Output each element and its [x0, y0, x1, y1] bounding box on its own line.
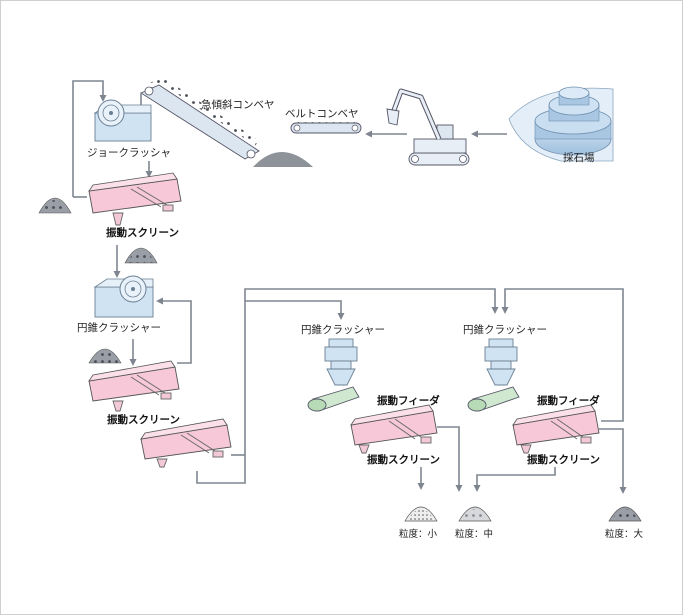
arrowhead: [501, 307, 509, 314]
screen-icon: [88, 360, 180, 412]
screen4-label: 振動スクリーン: [527, 453, 600, 466]
pile-small-icon: [404, 506, 438, 522]
cone-crusher2-icon: [324, 338, 358, 386]
quarry-icon: [508, 86, 614, 162]
flow-main-line: [196, 288, 496, 484]
arrowhead: [365, 130, 372, 138]
arrowhead: [145, 171, 153, 178]
flow-screen3-to-medium: [437, 426, 460, 487]
flow-screen4-to-large: [599, 428, 624, 489]
arrowhead: [337, 313, 345, 320]
feeder3-label: 振動フィーダ: [537, 394, 600, 407]
cone-crusher1-label: 円錐クラッシャー: [77, 321, 161, 334]
screen-icon: [140, 418, 232, 468]
flow-return-to-jaw: [72, 80, 104, 197]
arrowhead: [417, 483, 425, 490]
size-small-label: 粒度：小: [399, 528, 438, 540]
feeder3-icon: [467, 386, 520, 412]
screen3-label: 振動スクリーン: [367, 453, 440, 466]
gravel-pile-pattern: [127, 250, 155, 263]
arrowhead: [491, 307, 499, 314]
pile-large-icon: [608, 506, 642, 522]
arrowhead: [473, 485, 481, 492]
cone-crusher3-icon: [484, 338, 518, 386]
excavator-icon: [386, 88, 470, 166]
belt-conveyor-icon: [290, 118, 362, 134]
arrowhead: [99, 95, 107, 102]
jaw-crusher-icon: [93, 99, 152, 142]
steep-conveyor-icon: [140, 77, 260, 160]
gravel-pile-pattern: [91, 351, 119, 363]
feeder2-label: 振動フィーダ: [377, 394, 440, 407]
cone-crusher1-icon: [93, 275, 154, 318]
screen2-label: 振動スクリーン: [107, 413, 180, 426]
flow-screen4-return: [504, 288, 624, 422]
flow-screen4-to-medium: [476, 467, 556, 487]
screen-icon: [350, 404, 438, 454]
arrowhead: [156, 297, 163, 305]
steep-conveyor-label: 急傾斜コンベヤ: [201, 98, 275, 111]
arrowhead: [455, 485, 463, 492]
size-large-label: 粒度：大: [605, 528, 644, 540]
belt-conveyor-label: ベルトコンベヤ: [285, 108, 359, 120]
arrowhead: [619, 487, 627, 494]
arrowhead: [471, 130, 478, 138]
screen-icon: [512, 404, 600, 454]
arrowhead: [113, 271, 121, 278]
flow-to-cone2: [245, 300, 342, 315]
screen-icon: [88, 172, 182, 226]
cone-crusher2-label: 円錐クラッシャー: [301, 323, 385, 336]
gravel-pile-pattern: [41, 200, 69, 213]
screen1-label: 振動スクリーン: [106, 226, 179, 239]
pile-medium-icon: [458, 506, 492, 522]
size-medium-label: 粒度：中: [455, 528, 493, 540]
arrowhead: [129, 359, 137, 366]
feeder2-icon: [307, 386, 360, 412]
jaw-crusher-label: ジョークラッシャ: [87, 147, 171, 159]
gravel-heap-icon: [253, 152, 313, 167]
cone-crusher3-label: 円錐クラッシャー: [463, 323, 547, 336]
flow-screen2-return: [161, 300, 192, 364]
quarry-label: 採石場: [563, 151, 595, 164]
